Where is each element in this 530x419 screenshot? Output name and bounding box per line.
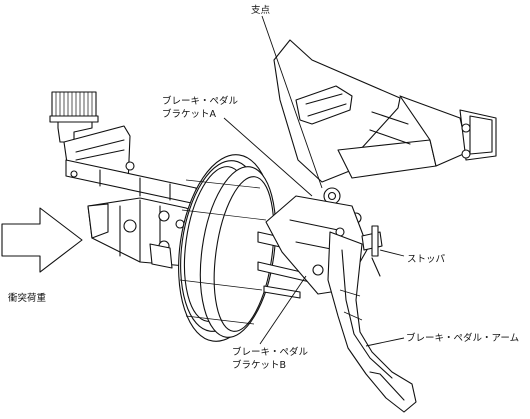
label-pedal-arm: ブレーキ・ペダル・アーム xyxy=(406,333,520,344)
stopper xyxy=(361,225,383,277)
label-stopper: ストッパ xyxy=(407,254,446,265)
reservoir-tank xyxy=(49,91,197,205)
label-bracket-b: ブレーキ・ペダル ブラケットB xyxy=(232,346,308,372)
leader-bracket-a xyxy=(223,117,313,197)
label-bracket-a-line2: ブラケットA xyxy=(162,109,216,120)
leader-bracket-b xyxy=(259,275,307,345)
label-bracket-a: ブレーキ・ペダル ブラケットA xyxy=(162,95,238,121)
leader-pivot xyxy=(261,15,323,189)
leader-stopper xyxy=(379,249,405,257)
pedal-bracket-a xyxy=(273,39,497,183)
pedal-arm xyxy=(327,231,417,413)
label-impact-load: 衝突荷重 xyxy=(8,293,47,304)
label-bracket-a-line1: ブレーキ・ペダル xyxy=(162,96,239,107)
label-bracket-b-line1: ブレーキ・ペダル xyxy=(232,347,309,358)
brake-booster xyxy=(178,154,277,342)
impact-load-arrow xyxy=(1,207,83,273)
label-pivot: 支点 xyxy=(251,5,271,16)
label-bracket-b-line2: ブラケットB xyxy=(232,360,287,371)
leader-pedal-arm xyxy=(365,337,405,347)
